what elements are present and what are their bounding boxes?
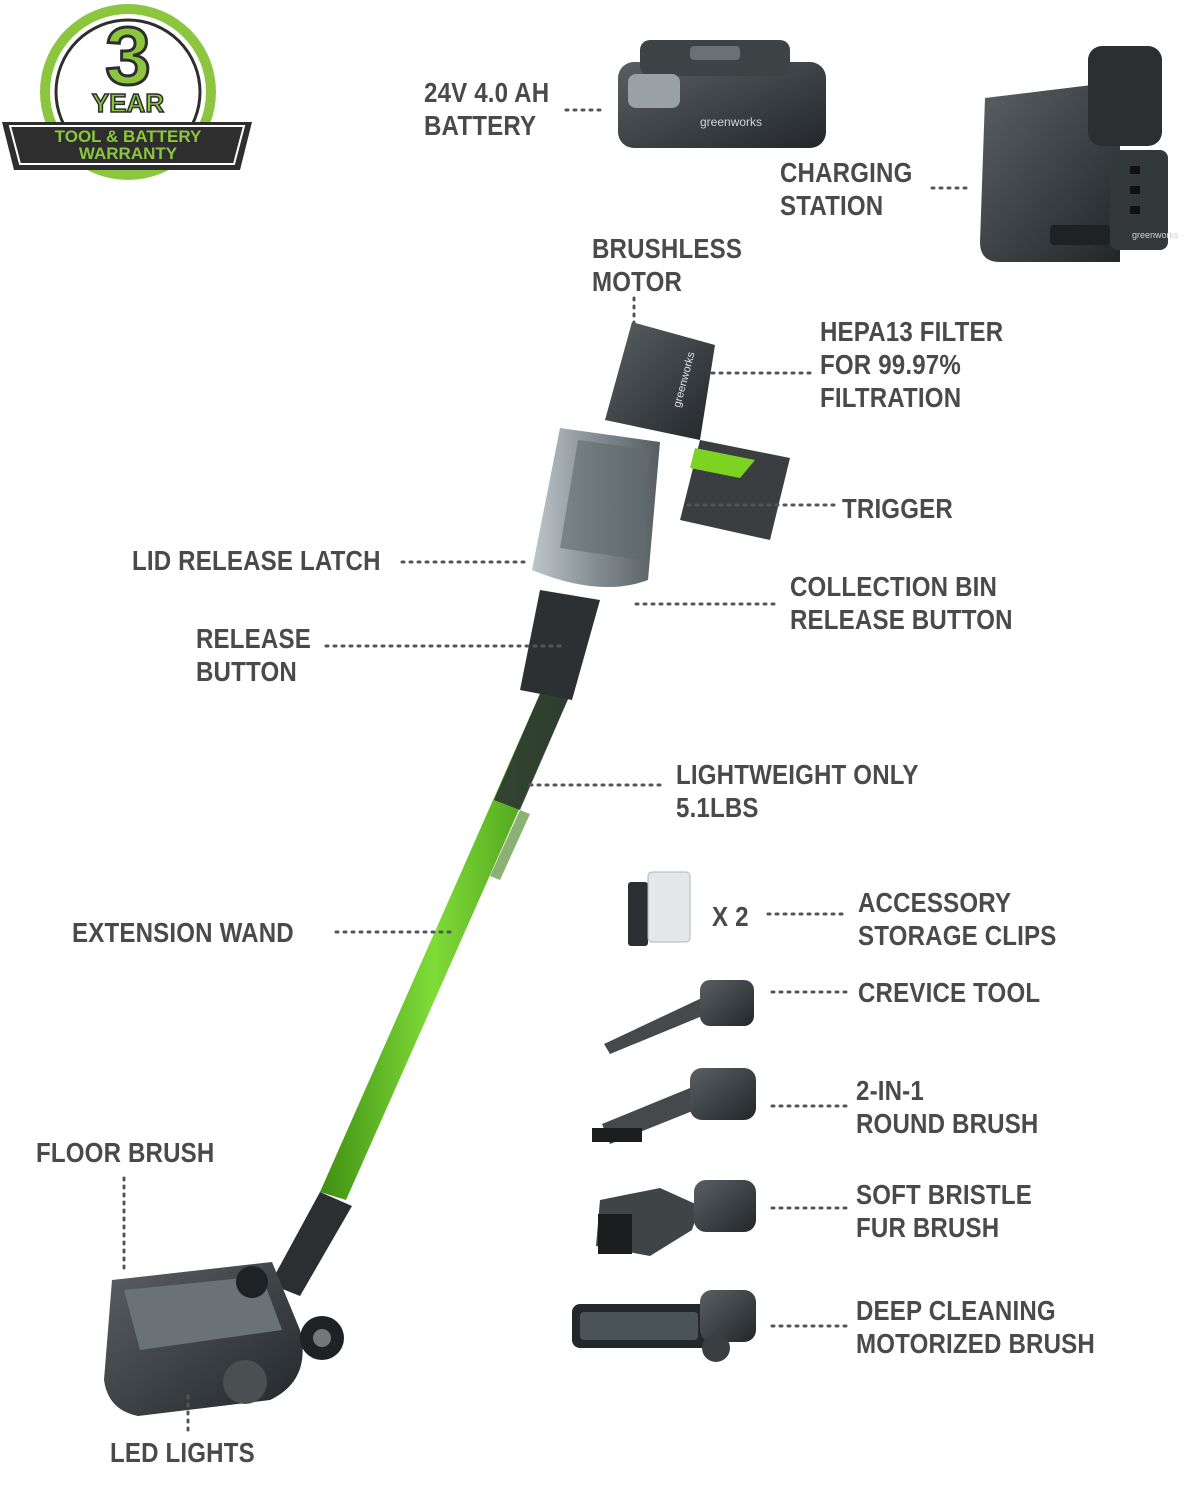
release-button-label: RELEASE BUTTON [196,622,311,688]
fur-brush-label: SOFT BRISTLE FUR BRUSH [856,1178,1032,1244]
battery-brand-text: greenworks [700,115,762,129]
battery-pack: greenworks [618,40,826,148]
release-button-label-line1: RELEASE [196,623,311,654]
badge-line1: TOOL & BATTERY [55,127,202,146]
accessory-clips-label: ACCESSORY STORAGE CLIPS [858,886,1056,952]
handheld-unit: greenworks [520,322,790,700]
lightweight-label-line1: LIGHTWEIGHT ONLY [676,759,919,790]
led-lights-label-line1: LED LIGHTS [110,1437,255,1468]
fur-brush-label-line2: FUR BRUSH [856,1212,1000,1243]
round-brush-art [592,1068,756,1144]
lightweight-label: LIGHTWEIGHT ONLY 5.1LBS [676,758,919,824]
battery-label-line2: BATTERY [424,110,537,141]
battery-label: 24V 4.0 AH BATTERY [424,76,549,142]
accessory-clips-art [628,871,691,946]
crevice-tool-label-line1: CREVICE TOOL [858,977,1041,1008]
hepa-filter-label-line1: HEPA13 FILTER [820,316,1004,347]
floor-brush-label: FLOOR BRUSH [36,1136,214,1169]
floor-brush-art [104,1192,352,1416]
led-lights-label: LED LIGHTS [110,1436,255,1469]
leader-lines [122,108,970,1434]
charging-station: greenworks [980,46,1179,262]
crevice-tool-label: CREVICE TOOL [858,976,1040,1009]
charging-station-label-line2: STATION [780,190,884,221]
round-brush-label-line1: 2-IN-1 [856,1075,924,1106]
motorized-brush-art [572,1290,756,1362]
trigger-label-line1: TRIGGER [842,493,953,524]
trigger-label: TRIGGER [842,492,953,525]
brushless-motor-label-line1: BRUSHLESS [592,233,743,264]
round-brush-label: 2-IN-1 ROUND BRUSH [856,1074,1038,1140]
extension-wand-label-line1: EXTENSION WAND [72,917,294,948]
charging-station-label-line1: CHARGING [780,157,913,188]
collection-bin-release-label: COLLECTION BIN RELEASE BUTTON [790,570,1013,636]
battery-label-line1: 24V 4.0 AH [424,77,550,108]
accessory-clips-label-line1: ACCESSORY [858,887,1012,918]
hepa-filter-label: HEPA13 FILTER FOR 99.97% FILTRATION [820,315,1003,414]
hepa-filter-label-line3: FILTRATION [820,382,962,413]
brushless-motor-label: BRUSHLESS MOTOR [592,232,742,298]
collection-bin-release-label-line1: COLLECTION BIN [790,571,998,602]
fur-brush-label-line1: SOFT BRISTLE [856,1179,1032,1210]
badge-line2: WARRANTY [79,144,178,163]
motorized-brush-label: DEEP CLEANING MOTORIZED BRUSH [856,1294,1095,1360]
extension-wand-label: EXTENSION WAND [72,916,294,949]
station-brand-text: greenworks [1132,230,1179,240]
floor-brush-label-line1: FLOOR BRUSH [36,1137,215,1168]
hepa-filter-label-line2: FOR 99.97% [820,349,961,380]
badge-ribbon [2,122,252,170]
accessory-quantity-label: X 2 [712,900,749,933]
collection-bin-release-label-line2: RELEASE BUTTON [790,604,1013,635]
badge-year: YEAR [92,88,164,118]
warranty-badge: 3 YEAR TOOL & BATTERY WARRANTY [0,0,260,190]
release-button-label-line2: BUTTON [196,656,297,687]
motorized-brush-label-line2: MOTORIZED BRUSH [856,1328,1095,1359]
extension-wand-art [320,680,572,1200]
fur-brush-art [596,1180,756,1256]
accessory-clips-label-line2: STORAGE CLIPS [858,920,1057,951]
round-brush-label-line2: ROUND BRUSH [856,1108,1039,1139]
motorized-brush-label-line1: DEEP CLEANING [856,1295,1056,1326]
accessory-quantity-text: X 2 [712,901,749,932]
crevice-tool-art [604,980,754,1054]
lid-release-latch-label-line1: LID RELEASE LATCH [132,545,381,576]
badge-ribbon-border [8,125,246,165]
charging-station-label: CHARGING STATION [780,156,912,222]
badge-number: 3 [105,11,151,102]
lightweight-label-line2: 5.1LBS [676,792,759,823]
brushless-motor-label-line2: MOTOR [592,266,683,297]
lid-release-latch-label: LID RELEASE LATCH [132,544,381,577]
